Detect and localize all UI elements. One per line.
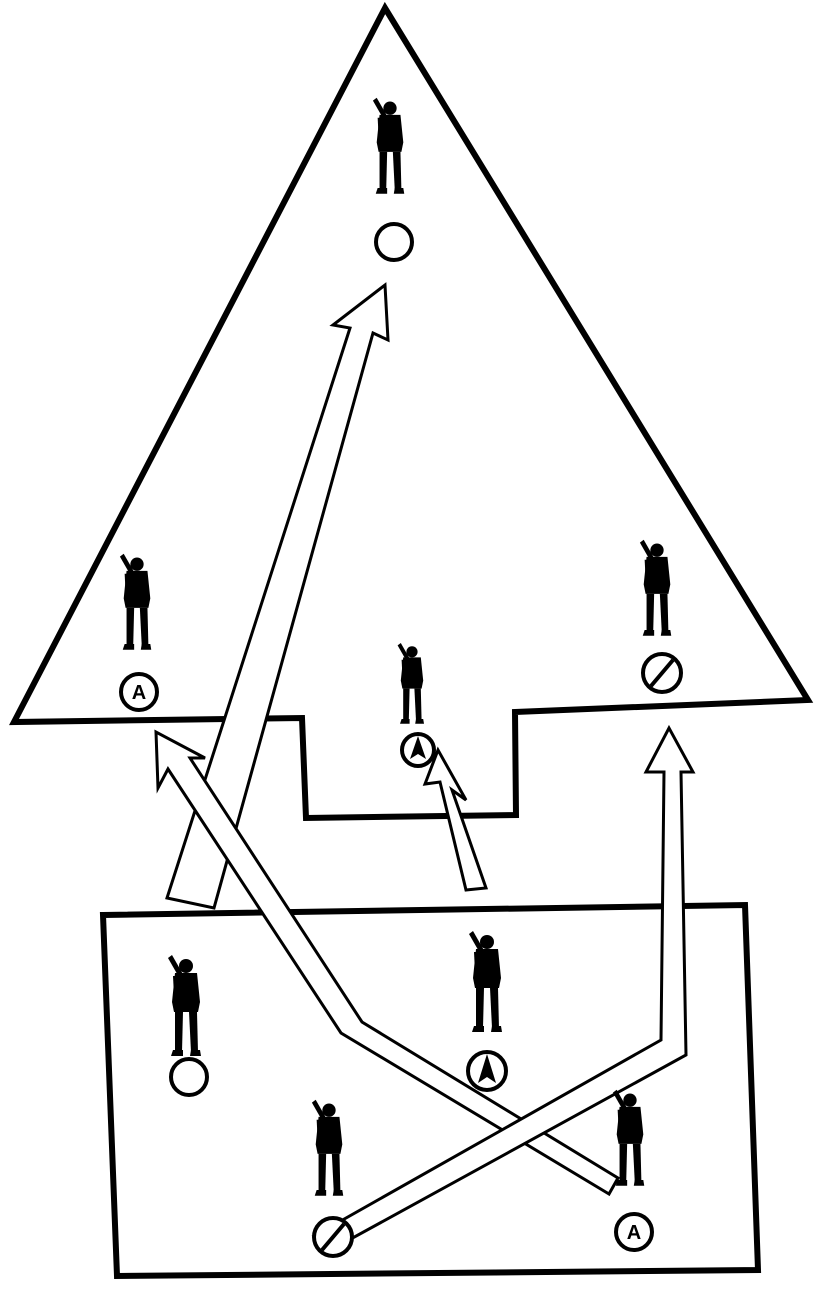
soldier-icon (639, 539, 672, 636)
soldier-icon (612, 1089, 645, 1186)
objective-outline (9, 1, 814, 822)
arrow-to-right-corner (311, 724, 696, 1242)
marker-letter: A (627, 1222, 641, 1244)
arrow-to-notch (422, 746, 489, 892)
empty-circle-icon (374, 222, 414, 262)
position-markers: A A (119, 222, 683, 1258)
empty-circle-icon (169, 1057, 209, 1097)
arrowhead-circle-icon (400, 732, 436, 768)
lettered-circle-icon: A (614, 1212, 654, 1252)
arrow-to-apex (165, 282, 390, 910)
movement-arrows (154, 282, 696, 1242)
arrowhead-circle-icon (466, 1050, 508, 1092)
soldier-icon (168, 955, 201, 1056)
slashed-circle-icon (641, 652, 683, 694)
soldier-icon (311, 1099, 344, 1196)
assembly-outline (99, 901, 762, 1280)
figures (119, 97, 672, 1196)
soldier-icon (397, 643, 424, 724)
soldier-icon (119, 553, 152, 650)
lettered-circle-icon: A (119, 672, 159, 712)
marker-letter: A (132, 682, 146, 704)
soldier-icon (372, 97, 405, 194)
arrow-to-left-corner (154, 729, 621, 1197)
slashed-circle-icon (312, 1216, 354, 1258)
soldier-icon (469, 931, 502, 1032)
